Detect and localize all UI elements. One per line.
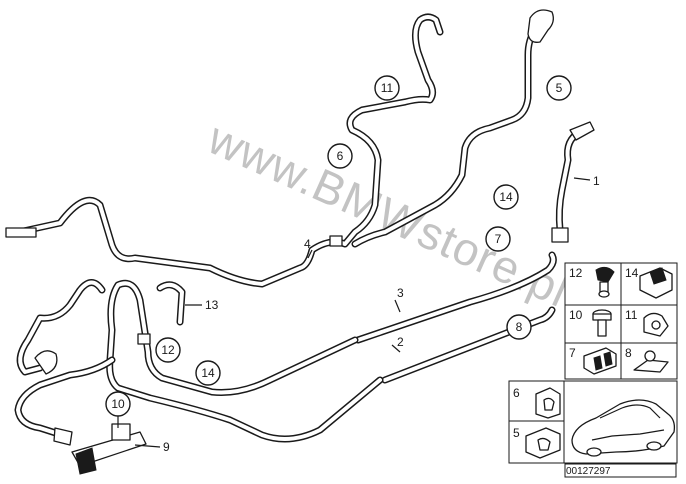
label-3: 3 <box>397 286 404 300</box>
pipe-2 <box>381 306 556 384</box>
panel-label-6: 6 <box>513 386 520 400</box>
svg-text:14: 14 <box>201 366 215 380</box>
top-connector <box>527 9 554 43</box>
svg-text:7: 7 <box>495 232 502 246</box>
callout-14-top: 14 <box>493 184 519 210</box>
svg-text:12: 12 <box>161 343 175 357</box>
panel-label-7: 7 <box>569 346 576 360</box>
panel-label-12: 12 <box>569 266 583 280</box>
svg-text:8: 8 <box>516 320 523 334</box>
pipe-top-right <box>351 9 554 248</box>
panel-label-14: 14 <box>625 266 639 280</box>
callout-11: 11 <box>374 75 400 101</box>
callout-5: 5 <box>546 75 572 101</box>
label-9: 9 <box>163 440 170 454</box>
clip-12 <box>137 333 151 345</box>
hose-end-fitting <box>569 121 595 141</box>
part-11-clip-icon <box>643 312 669 337</box>
document-number: 00127297 <box>566 466 611 477</box>
pipe-4 <box>5 13 444 288</box>
left-connector <box>34 350 58 375</box>
panel-label-11: 11 <box>625 308 638 322</box>
pipe-lower <box>106 279 384 443</box>
label-2: 2 <box>397 335 404 349</box>
part-13-hose <box>156 281 186 326</box>
cell-10 <box>564 304 622 344</box>
clip-4 <box>329 235 343 247</box>
svg-text:10: 10 <box>111 397 125 411</box>
pipe-lines <box>5 9 595 475</box>
callout-8: 8 <box>506 314 532 340</box>
corrugated-fitting <box>53 427 73 446</box>
part-1-hose <box>551 121 595 243</box>
pipe-3 <box>354 251 557 344</box>
part-7-clip-icon <box>583 347 617 375</box>
callout-7: 7 <box>485 226 511 252</box>
callout-10: 10 <box>105 391 131 417</box>
svg-text:14: 14 <box>499 190 513 204</box>
part-8-clip-icon <box>633 350 669 373</box>
svg-text:5: 5 <box>556 81 563 95</box>
pipe-left-loop <box>16 279 106 376</box>
car-silhouette-icon <box>571 399 676 457</box>
part-14-holder-icon <box>639 267 673 299</box>
label-4: 4 <box>304 237 311 251</box>
pipe-bottom-left <box>14 356 116 446</box>
callout-14-bottom: 14 <box>195 360 221 386</box>
part-12-clip-icon <box>595 266 615 298</box>
plain-labels: 1 2 3 4 9 13 <box>163 174 600 454</box>
hose-bottom-fitting <box>551 227 569 243</box>
callouts: 11 5 6 14 7 8 12 14 10 <box>105 75 572 417</box>
svg-text:6: 6 <box>337 149 344 163</box>
callout-12: 12 <box>155 337 181 363</box>
label-13: 13 <box>205 298 219 312</box>
part-9-bracket <box>71 423 147 475</box>
panel-label-10: 10 <box>569 308 583 322</box>
svg-text:11: 11 <box>381 81 394 95</box>
parts-panel: 12 14 10 11 7 8 6 5 <box>508 262 678 478</box>
panel-label-5: 5 <box>513 426 520 440</box>
panel-label-8: 8 <box>625 346 632 360</box>
part-10-bolt-icon <box>592 309 612 337</box>
nozzle-left <box>5 227 37 238</box>
label-1: 1 <box>593 174 600 188</box>
part-5-block-icon <box>525 427 561 459</box>
callout-6: 6 <box>327 143 353 169</box>
document-number-box <box>564 463 677 478</box>
part-6-block-icon <box>535 387 561 419</box>
